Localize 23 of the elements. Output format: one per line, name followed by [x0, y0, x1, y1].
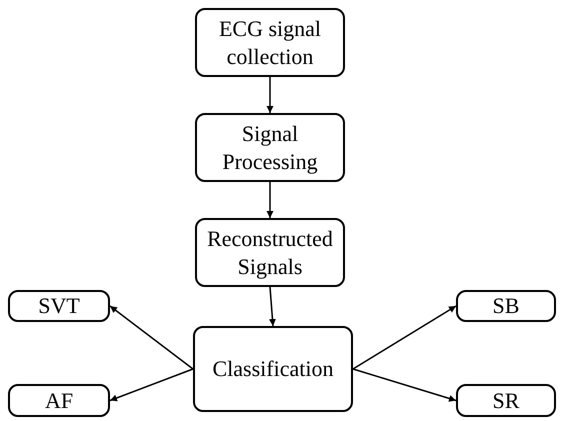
- process-box: [456, 290, 556, 322]
- box-label: SR: [492, 386, 520, 414]
- arrow: [352, 368, 456, 402]
- arrow: [110, 368, 194, 402]
- box-label: SVT: [38, 292, 80, 320]
- arrow: [110, 305, 194, 370]
- arrow: [266, 77, 274, 113]
- process-box: [456, 384, 556, 417]
- box-label: AF: [44, 386, 74, 414]
- process-box: [8, 290, 110, 322]
- process-box: [193, 326, 353, 412]
- box-label: Signal Processing: [221, 120, 319, 175]
- arrow: [268, 286, 276, 326]
- box-label: SB: [492, 292, 520, 320]
- arrow: [352, 305, 456, 370]
- arrow: [266, 182, 274, 218]
- process-box: [195, 218, 345, 287]
- process-box: [8, 384, 110, 417]
- box-label: Reconstructed Signals: [206, 225, 334, 280]
- box-label: Classification: [212, 355, 334, 383]
- process-box: [195, 113, 345, 182]
- process-box: [195, 8, 345, 77]
- box-label: ECG signal collection: [218, 15, 322, 70]
